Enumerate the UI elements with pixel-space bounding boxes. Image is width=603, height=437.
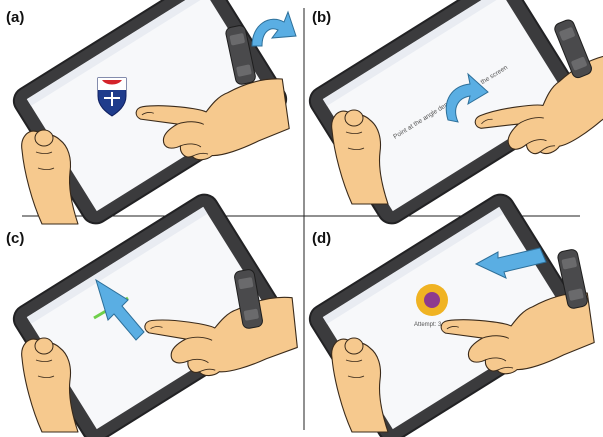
panel-d-label: (d) [312,230,331,247]
tablet-c-screen [26,206,274,430]
curved-arrow-icon [445,72,489,123]
panel-c-label: (c) [6,230,24,247]
panel-a: (a) [6,0,297,225]
curved-arrow-icon [251,10,297,47]
up-arrow-icon [95,278,145,341]
panel-a-label: (a) [6,9,24,26]
panel-b-label: (b) [312,9,331,26]
tablet-a-screen [26,0,274,212]
panel-b: (b) Point at the angle demonstrated on t… [308,0,603,225]
panel-c: (c) [6,193,300,437]
panel-d: (d) Attempt: 3 [308,193,598,437]
panel-d-attempt-text: Attempt: 3 [414,322,442,328]
shield-crest-icon [97,77,127,117]
target-circle-icon [416,284,448,316]
tablet-b-screen [322,0,570,212]
left-arrow-icon [474,247,547,279]
